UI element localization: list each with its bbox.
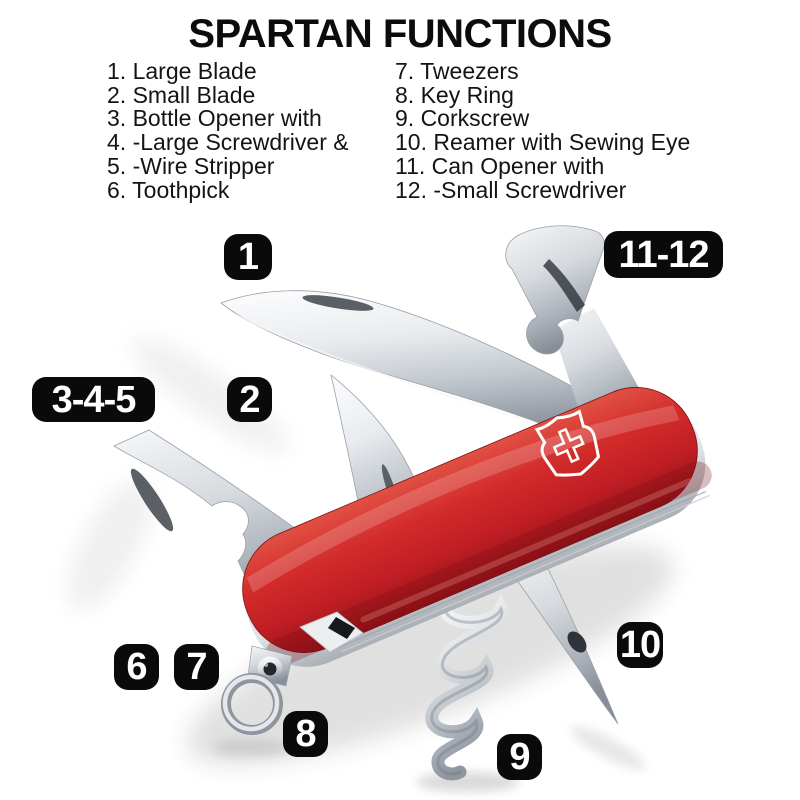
- badge-10-reamer: 10: [617, 622, 663, 668]
- cross-icon: [552, 427, 585, 464]
- badge-3-4-5-bottle-opener: 3-4-5: [32, 377, 155, 422]
- scale-gloss: [246, 405, 680, 593]
- toothpick-tweezers-tip: [299, 611, 364, 653]
- red-scale: [242, 387, 698, 653]
- nail-nick: [302, 295, 374, 311]
- function-item-7: 7. Tweezers: [395, 58, 519, 84]
- key-ring: [221, 645, 293, 735]
- sewing-eye: [567, 631, 587, 653]
- function-item-10: 10. Reamer with Sewing Eye: [395, 129, 691, 156]
- badge-2-small-blade: 2: [227, 377, 272, 422]
- badge-6-toothpick: 6: [114, 644, 159, 690]
- function-item-5: 5. -Wire Stripper: [107, 152, 275, 179]
- badge-11-12-can-opener: 11-12: [604, 231, 723, 278]
- function-item-1: 1. Large Blade: [107, 58, 257, 84]
- wire-stripper-slot: [130, 468, 174, 532]
- function-item-2: 2. Small Blade: [107, 81, 256, 108]
- functions-list-right: 7. Tweezers 8. Key Ring 9. Corkscrew 10.…: [395, 58, 691, 203]
- knife-body: [242, 387, 712, 667]
- tool-slot: [328, 617, 355, 639]
- function-item-6: 6. Toothpick: [107, 176, 230, 203]
- page-title: SPARTAN FUNCTIONS: [188, 12, 612, 56]
- function-item-9: 9. Corkscrew: [395, 105, 530, 132]
- badge-1-large-blade: 1: [224, 234, 272, 280]
- badge-9-corkscrew: 9: [497, 734, 542, 780]
- can-opener-slit: [543, 259, 585, 312]
- function-item-4: 4. -Large Screwdriver &: [107, 129, 349, 156]
- victorinox-shield-logo: [534, 409, 601, 477]
- functions-list-left: 1. Large Blade 2. Small Blade 3. Bottle …: [107, 58, 349, 203]
- function-item-3: 3. Bottle Opener with: [107, 105, 322, 132]
- badge-8-key-ring: 8: [283, 711, 328, 757]
- badge-7-tweezers: 7: [174, 644, 219, 690]
- function-item-11: 11. Can Opener with: [395, 152, 605, 179]
- function-item-8: 8. Key Ring: [395, 81, 514, 108]
- function-item-12: 12. -Small Screwdriver: [395, 176, 627, 203]
